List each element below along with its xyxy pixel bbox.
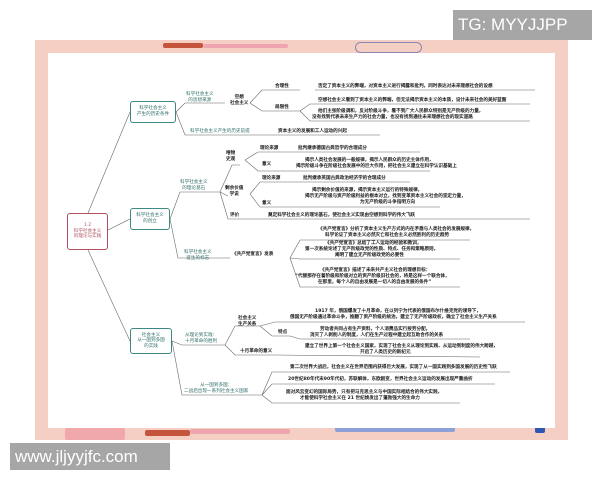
leaf-text: 科学论证了资本主义必然灭亡和社会主义必然胜利的历史趋势: [325, 233, 450, 238]
leaf-text: “代替那存在着阶级和阶级对立的资产阶级旧社会的，将是这样一个联合体，: [295, 274, 450, 279]
branch-history-conditions: 科学社会主义 产生的历史条件: [130, 101, 176, 123]
leaf-text: 没有找到代表未来生产力的社会力量，也没有找到通往未来理想社会的现实道路: [312, 115, 473, 120]
leaf-text: 揭示无产阶级与资产阶级利益的根本对立，找到变革资本主义社会的坚定力量，: [305, 194, 466, 199]
leaf-text: 消灭了人剥削人的制度，人们在生产过程中建立起互助合作的关系: [310, 333, 444, 338]
leaf-text: 他们主张阶级调和，反对阶级斗争，看不到广大人民群众特别是无产阶级的力量，: [318, 109, 484, 114]
node-socialist-relations: 社会主义 生产关系: [238, 316, 257, 327]
leaf-text: 才能使科学社会主义在 21 世纪焕发出了蓬勃强大的生命力: [300, 396, 420, 401]
node-utopian-socialism: 空想 社会主义: [230, 95, 249, 106]
leaf-text: 批判继承德国古典哲学的合理成分: [298, 146, 367, 151]
leaf-text: 资本主义的发展和工人运动的兴起: [278, 129, 347, 134]
node-multi-country: 从一国到多国： 二战后出现一系列社会主义国家: [184, 383, 249, 394]
leaf-text: 《共产党宣言》描述了未来共产主义社会的理想目标：: [320, 268, 431, 273]
leaf-text: 1917 年，俄国爆发了十月革命，在以列宁为代表的俄国布尔什维克党的领导下，: [315, 309, 481, 314]
node-theory-source: 理论来源: [260, 146, 279, 151]
branch-founding: 科学社会主义 的创立: [130, 208, 170, 230]
node-communist-manifesto: 《共产党宣言》发表: [232, 252, 274, 257]
leaf-text: 否定了资本主义的弊端，对资本主义进行揭露和批判，同时表达对未来理想社会的设想: [318, 84, 493, 89]
node-theoretical-cornerstone: 科学社会主义 的理论基石: [180, 180, 208, 191]
pen-decoration: [335, 426, 455, 432]
leaf-text: 空想社会主义看到了资本主义的弊端，但无法揭示资本主义的本质，设计未来社会的美好蓝…: [318, 98, 507, 103]
pencil-decoration: [190, 429, 290, 434]
leaf-text: 《共产党宣言》总结了工人运动的经验和教训，: [325, 241, 422, 246]
leaf-text: 开启了人类历史的新纪元: [360, 350, 411, 355]
pencil-decoration: [145, 430, 190, 436]
node-rationality: 合理性: [275, 84, 289, 89]
node-historical-premise: 科学社会主义产生的历史前提: [190, 129, 250, 134]
node-surplus-value: 剩余价值 学说: [225, 186, 244, 197]
pencil-decoration: [163, 43, 203, 48]
node-birth-mark: 科学社会主义 诞生的标志: [184, 250, 212, 261]
leaf-text: 批判继承英国古典政治经济学的合理成分: [303, 176, 386, 181]
leaf-text: 揭示阶级斗争在阶级社会发展中的巨大作用，把社会主义建立在科学认识基础上: [296, 164, 457, 169]
node-significance: 意义: [262, 162, 272, 167]
leaf-text: 第一次系统论述了无产阶级政党的性质、特点、任务和策略原则，: [305, 247, 439, 252]
pencil-decoration: [203, 44, 288, 48]
leaf-text: 建立了世界上第一个社会主义国家，实现了社会主义从理论到实践、从运动到制度的伟大跨…: [305, 344, 498, 349]
watermark-bottom: www.jljyyjfc.com: [10, 443, 170, 470]
node-october-revolution: 从理论到实践： 十月革命的胜利: [185, 333, 218, 344]
node-limitation: 局限性: [275, 105, 289, 110]
leaf-text: 奠定科学社会主义的理论基石，使社会主义实现由空想到科学的伟大飞跃: [268, 213, 416, 218]
root-node: 1.2 科学社会主义 的理论与实践: [67, 213, 108, 250]
node-ideological-source: 科学社会主义 的思想来源: [186, 92, 214, 103]
node-evaluation: 评价: [230, 213, 240, 218]
leaf-text: 第二次世界大战后，社会主义在世界范围内获得巨大发展，实现了从一国实践到多国发展的…: [290, 365, 497, 370]
mindmap-panel: [48, 53, 555, 428]
node-revolution-significance: 十月革命的意义: [240, 349, 273, 354]
node-characteristics: 特点: [278, 330, 288, 335]
leaf-text: 20世纪80年代末90年代初，苏联解体，东欧剧变，世界社会主义运动的发展出现严重…: [288, 377, 473, 382]
ruler-decoration: [65, 428, 125, 440]
binder-clip-decoration: [535, 423, 545, 433]
leaf-text: 阐明了建立无产阶级政党的必要性: [335, 253, 404, 258]
node-significance: 意义: [262, 201, 272, 206]
leaf-text: 《共产党宣言》分析了资本主义生产方式的内在矛盾与人类社会的发展规律，: [318, 227, 475, 232]
leaf-text: 揭示剩余价值的来源，揭示资本主义运行的特殊规律，: [312, 188, 423, 193]
leaf-text: 为无产阶级的斗争指明方向: [360, 200, 416, 205]
leaf-text: 揭示人类社会发展的一般规律，揭示人民群众的历史主体作用，: [305, 158, 434, 163]
leaf-text: 俄国无产阶级通过革命斗争，推翻了资产阶级的统治，建立了无产阶级政权，确立了社会主…: [290, 315, 497, 320]
node-historical-materialism: 唯物 史观: [226, 151, 236, 162]
leaf-text: 在那里，每个人的自由发展是一切人的自由发展的条件”: [318, 280, 432, 285]
leaf-text: 劳动者共同占有生产资料，个人消费品实行按劳分配，: [320, 327, 431, 332]
leaf-text: 面对风云变幻的国际局势，只有把马克思主义与中国实际相结合的伟大实践，: [286, 390, 443, 395]
paperclip-decoration: [355, 42, 422, 53]
node-theory-source: 理论来源: [262, 176, 281, 181]
branch-practice: 社会主义 从一国到多国 的实践: [130, 328, 172, 354]
watermark-top: TG: MYYJJPP: [453, 10, 592, 40]
